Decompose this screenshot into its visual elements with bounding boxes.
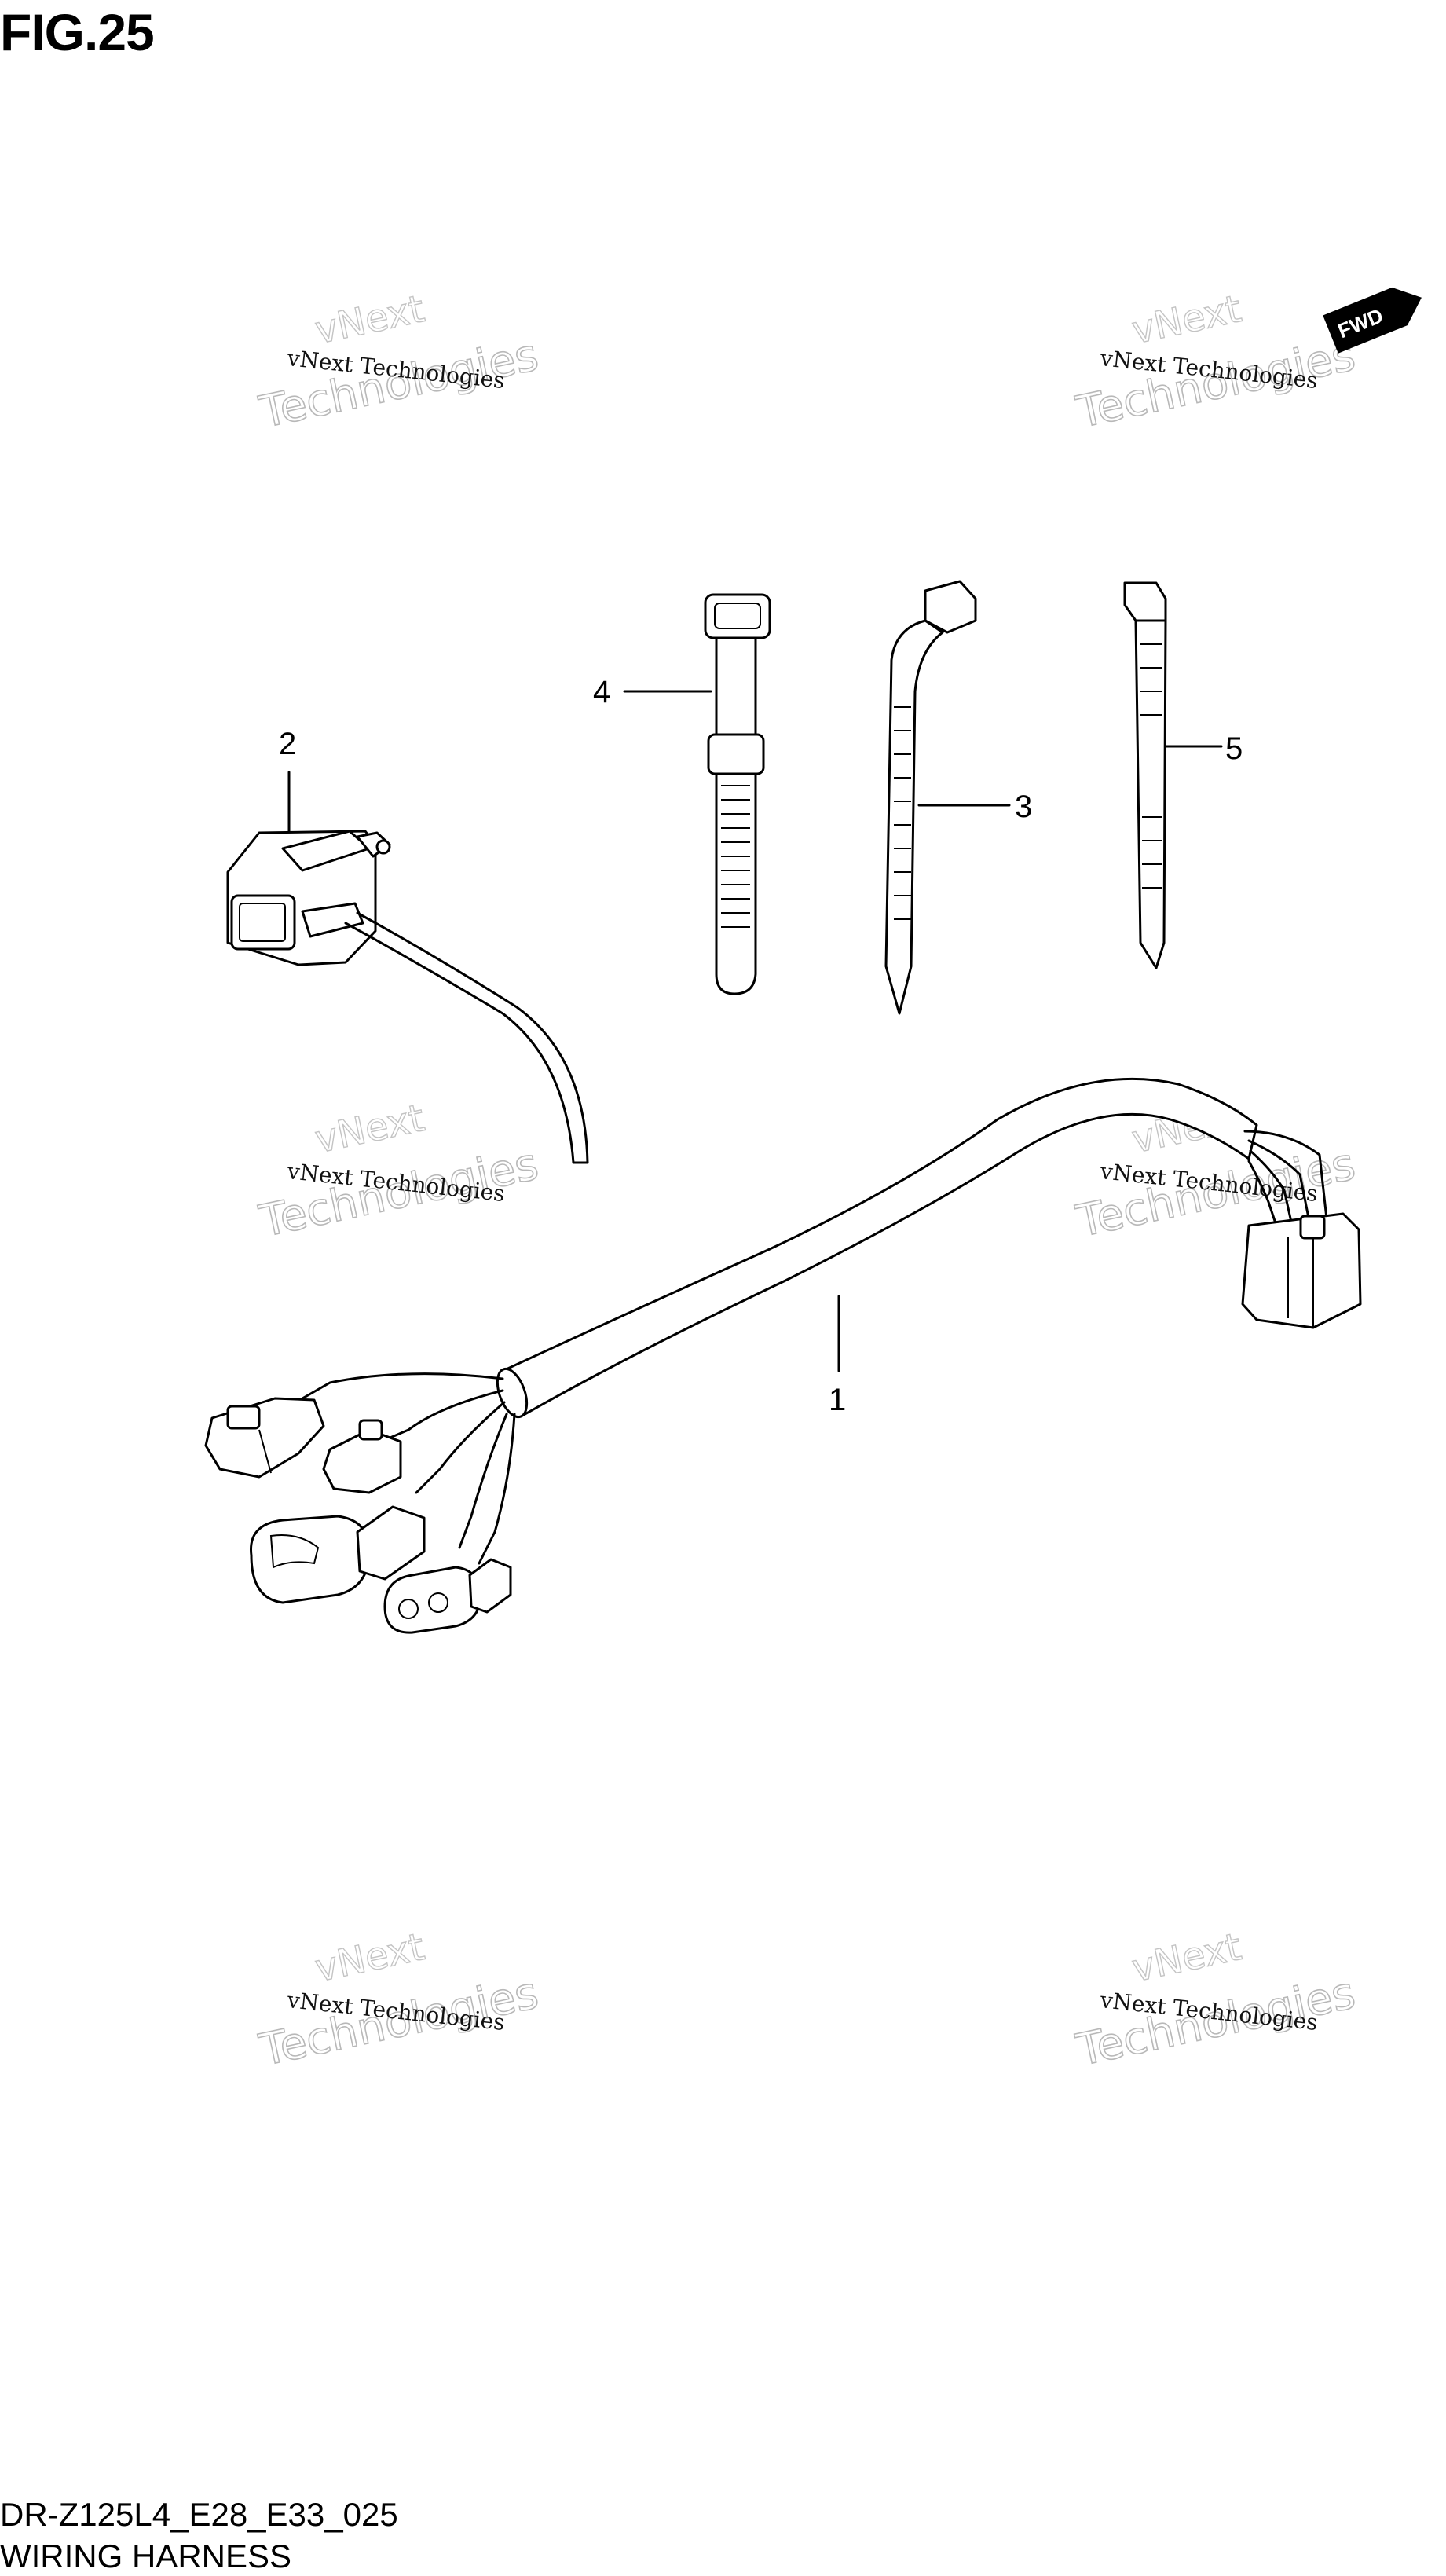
figure-title: FIG.25 — [0, 3, 155, 61]
svg-text:vNext: vNext — [311, 1096, 428, 1162]
svg-text:vNext: vNext — [1128, 287, 1245, 353]
callout-4: 4 — [593, 675, 610, 709]
watermark-top-left: vNext Technologies — [254, 286, 544, 438]
svg-text:vNext: vNext — [1128, 1925, 1245, 1991]
fwd-arrow-icon: FWD — [1323, 287, 1422, 354]
part-2-connector: 2 — [226, 727, 589, 1164]
part-5-cable-tie: 5 — [1123, 581, 1243, 969]
callout-2: 2 — [279, 727, 296, 761]
svg-text:vNext: vNext — [311, 1925, 428, 1991]
tie-serration-lines — [894, 706, 911, 920]
part-1-wiring-harness: 1 — [204, 1077, 1362, 1634]
part-4-band-clamp: 4 — [593, 593, 771, 995]
watermark-vnext: vNext — [311, 287, 428, 353]
section-name: WIRING HARNESS — [0, 2538, 292, 2574]
callout-5: 5 — [1225, 731, 1243, 766]
cable-tie-serration-lines — [1140, 643, 1162, 889]
model-code: DR-Z125L4_E28_E33_025 — [0, 2496, 398, 2533]
harness-wires-left — [301, 1372, 516, 1565]
part-3-clamp-tie: 3 — [884, 580, 1032, 1015]
watermark-mid-left: vNext Technologies — [254, 1095, 544, 1248]
callout-1: 1 — [829, 1383, 846, 1417]
band-serration-lines — [721, 785, 750, 928]
callout-3: 3 — [1015, 790, 1032, 824]
watermark-bottom-left: vNext Technologies — [254, 1924, 544, 2076]
harness-wires-right — [1243, 1130, 1329, 1227]
